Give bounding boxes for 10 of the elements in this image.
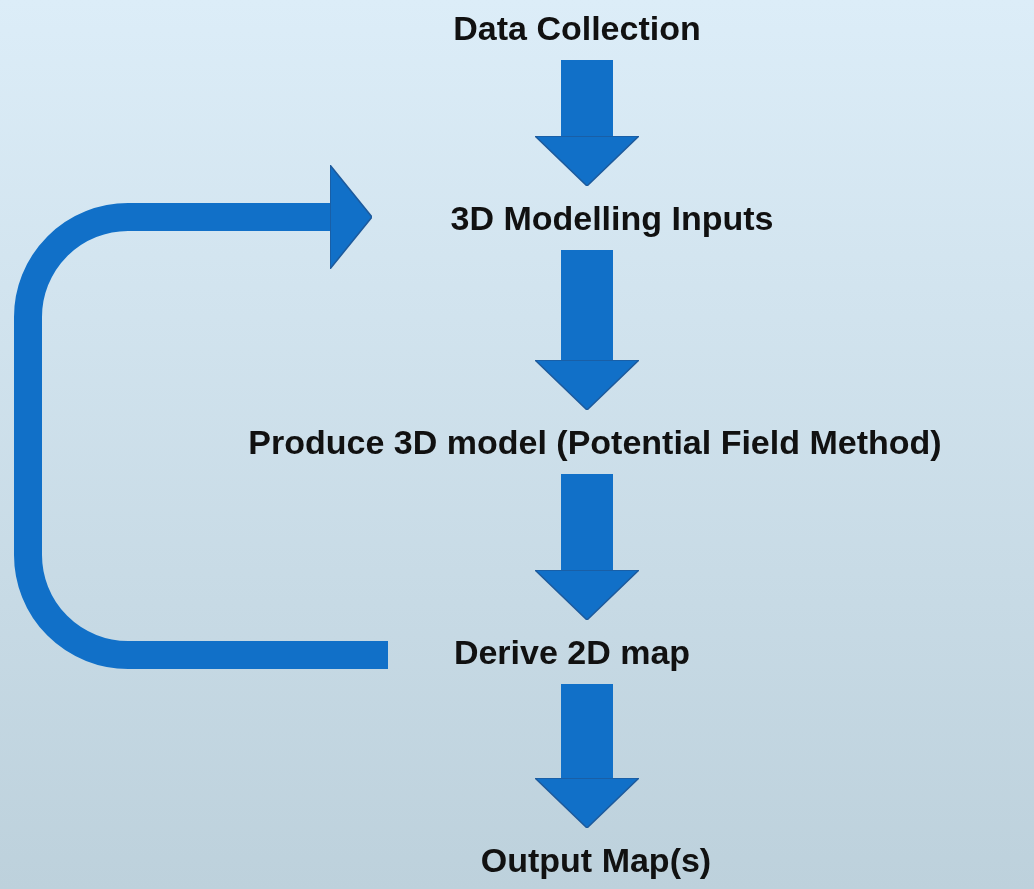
step-label: Output Map(s) <box>480 840 712 881</box>
block-arrow <box>534 474 640 621</box>
step-label: Derive 2D map <box>453 632 691 673</box>
block-arrow <box>534 250 640 411</box>
step-label: 3D Modelling Inputs <box>450 198 774 239</box>
block-arrow <box>534 60 640 187</box>
step-label: Produce 3D model (Potential Field Method) <box>248 422 942 463</box>
step-label: Data Collection <box>453 8 701 49</box>
block-arrow <box>534 684 640 829</box>
block-arrow <box>14 164 388 669</box>
